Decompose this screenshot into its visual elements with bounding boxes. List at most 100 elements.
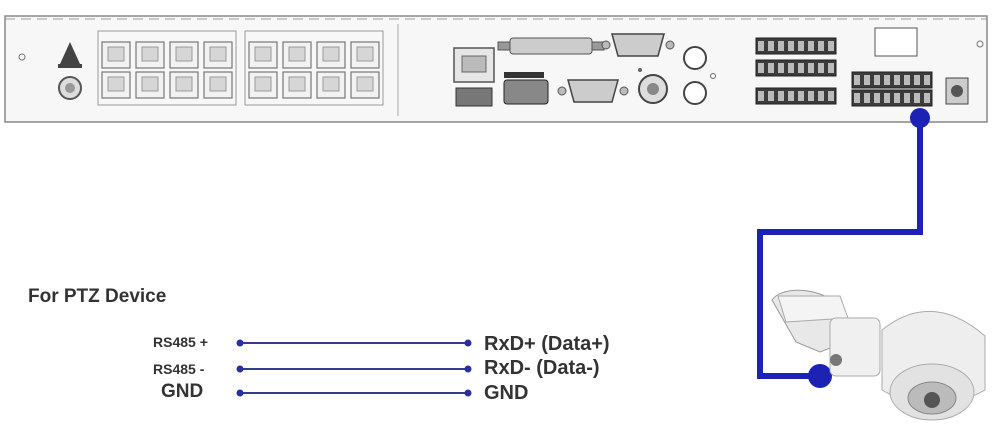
ethernet-socket [141, 76, 159, 92]
ptz-camera-icon [771, 289, 881, 377]
terminal-screw [788, 63, 794, 73]
right-label-rxd-minus: RxD- (Data-) [484, 357, 600, 379]
ethernet-socket [141, 46, 159, 62]
alarm-terminal-top [755, 37, 837, 55]
audio-out-jack [683, 46, 707, 70]
terminal-screw [798, 41, 804, 51]
wire-endpoint-left [236, 365, 244, 373]
alarm-terminal-mid [755, 59, 837, 77]
terminal-screw [894, 75, 900, 85]
terminal-screw [808, 63, 814, 73]
terminal-screw [924, 93, 930, 103]
terminal-screw [808, 41, 814, 51]
terminal-screw [894, 93, 900, 103]
terminal-screw [874, 93, 880, 103]
terminal-screw [788, 41, 794, 51]
terminal-screw [854, 75, 860, 85]
ethernet-port [203, 41, 233, 69]
terminal-screw [778, 63, 784, 73]
dc-jack-hole [951, 85, 963, 97]
terminal-screw [828, 91, 834, 101]
hdmi-port [503, 79, 549, 105]
terminal-screw [758, 63, 764, 73]
right-label-rxd-plus: RxD+ (Data+) [484, 333, 610, 355]
eth-group-right-frame [244, 30, 384, 106]
terminal-screw [768, 63, 774, 73]
section-title: For PTZ Device [28, 286, 167, 307]
ethernet-socket [107, 76, 125, 92]
terminal-screw [768, 91, 774, 101]
wire-endpoint-right [464, 365, 472, 373]
usb-port [455, 87, 493, 107]
ethernet-socket [288, 76, 306, 92]
rear-panel [4, 15, 988, 123]
rs232-connector [601, 33, 675, 57]
audio-led [710, 73, 716, 79]
ethernet-socket [356, 76, 374, 92]
wire-endpoint-left [236, 389, 244, 397]
terminal-screw [758, 91, 764, 101]
terminal-screw [828, 41, 834, 51]
terminal-screw [884, 75, 890, 85]
terminal-screw [924, 75, 930, 85]
terminal-screw [914, 93, 920, 103]
bnc-connector [638, 68, 668, 104]
terminal-screw [914, 75, 920, 85]
ethernet-socket [254, 76, 272, 92]
wire-endpoint-right [464, 389, 472, 397]
ethernet-ports [101, 41, 380, 99]
rs485-cable [757, 118, 923, 379]
terminal-screw [808, 91, 814, 101]
dvi-connector [497, 37, 605, 55]
lan-socket [461, 55, 487, 73]
terminal-screw [904, 93, 910, 103]
vga-connector [557, 79, 629, 103]
ethernet-socket [209, 46, 227, 62]
terminal-screw [778, 41, 784, 51]
alarm-terminal-blocks [755, 37, 933, 107]
terminal-screw [798, 63, 804, 73]
wiring-lines [236, 339, 472, 397]
terminal-screw [818, 41, 824, 51]
rs485-terminal-bottom [851, 89, 933, 107]
terminal-screw [854, 93, 860, 103]
ethernet-socket [175, 46, 193, 62]
terminal-screw [904, 75, 910, 85]
ethernet-port [316, 41, 346, 69]
terminal-screw [798, 91, 804, 101]
terminal-screw [788, 91, 794, 101]
ethernet-socket [356, 46, 374, 62]
wire-endpoint-left [236, 339, 244, 347]
ethernet-socket [322, 46, 340, 62]
ethernet-socket [322, 76, 340, 92]
dome-camera-icon [881, 311, 986, 421]
alarm-terminal-bottom [755, 87, 837, 105]
audio-in-jack [683, 81, 707, 105]
mount-screw-right-icon [976, 40, 984, 48]
power-label-box [874, 27, 918, 57]
cable-camera-dot [808, 364, 832, 388]
terminal-screw [778, 91, 784, 101]
left-label-gnd: GND [161, 381, 204, 402]
rs485-terminal-top [851, 71, 933, 89]
wire-endpoint-right [464, 339, 472, 347]
left-label-rs485-plus: RS485 + [153, 334, 208, 350]
terminal-screw [768, 41, 774, 51]
terminal-screw [884, 93, 890, 103]
terminal-screw [864, 75, 870, 85]
ethernet-socket [288, 46, 306, 62]
ground-terminal-icon [58, 42, 82, 100]
terminal-screw [874, 75, 880, 85]
eth-group-left-frame [97, 30, 237, 106]
hdmi-logo [504, 72, 544, 78]
terminal-screw [864, 93, 870, 103]
ethernet-socket [254, 46, 272, 62]
ethernet-socket [175, 76, 193, 92]
terminal-screw [828, 63, 834, 73]
right-label-gnd: GND [484, 382, 529, 404]
ethernet-socket [209, 76, 227, 92]
terminal-screw [818, 63, 824, 73]
terminal-screw [758, 41, 764, 51]
